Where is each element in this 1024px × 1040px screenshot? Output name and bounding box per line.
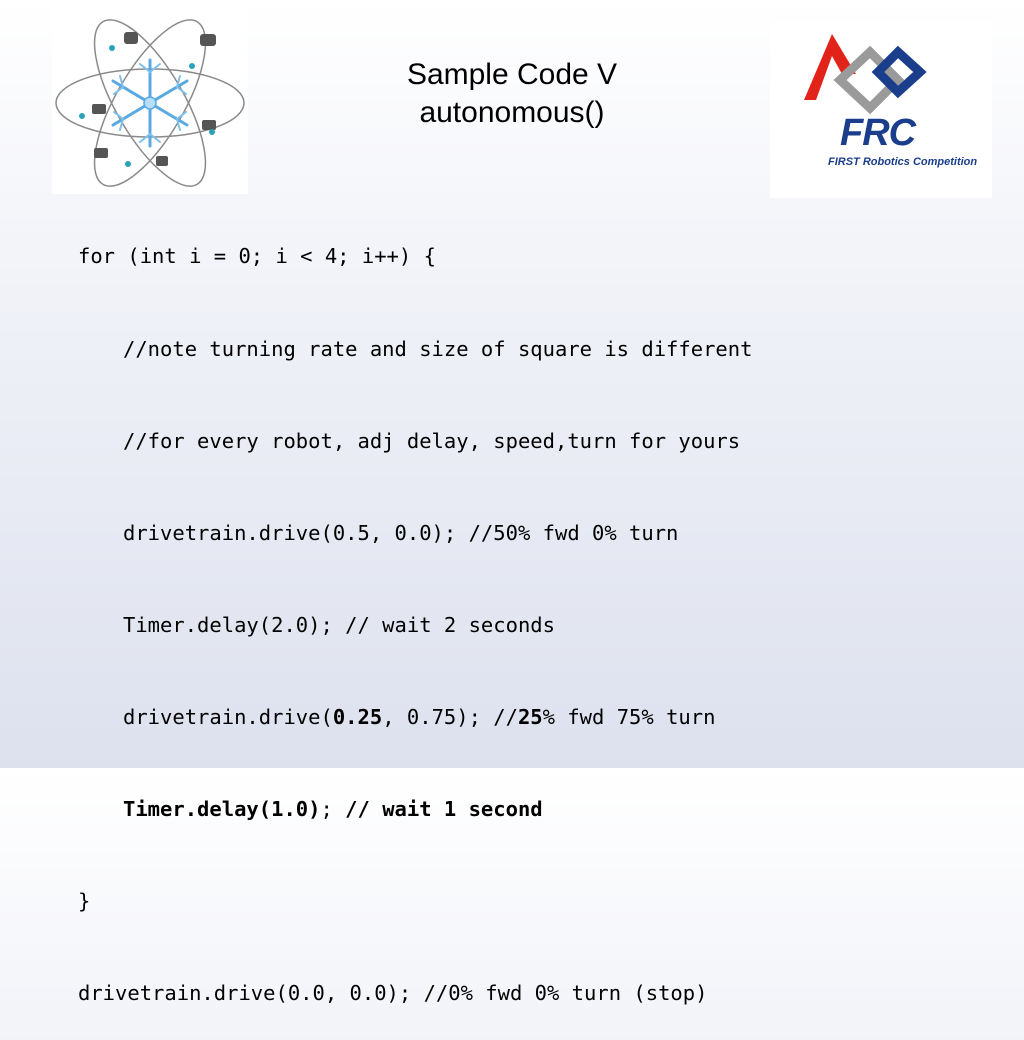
- code-line: //for every robot, adj delay, speed,turn…: [123, 428, 741, 453]
- code-line: Timer.delay(2.0); // wait 2 seconds: [123, 612, 555, 637]
- code-line-mixed: drivetrain.drive(0.25, 0.75); //25% fwd …: [78, 702, 752, 733]
- code-block: for (int i = 0; i < 4; i++) { //note tur…: [78, 180, 752, 1040]
- code-segment: drivetrain.drive(: [123, 704, 333, 729]
- code-line: }: [78, 889, 91, 914]
- code-segment: % fwd 75% turn: [542, 704, 716, 729]
- code-segment: ;: [320, 796, 346, 821]
- title-line-2: autonomous(): [419, 96, 605, 129]
- frc-logo-mark-icon: [804, 34, 927, 115]
- code-line: //note turning rate and size of square i…: [123, 336, 753, 361]
- code-line-mixed: Timer.delay(1.0); // wait 1 second: [78, 794, 752, 825]
- atom-snowflake-icon: [52, 8, 248, 194]
- frc-brand-text: FRC: [840, 112, 916, 154]
- code-line: drivetrain.drive(0.0, 0.0); //0% fwd 0% …: [78, 981, 708, 1006]
- code-segment: , 0.75); //: [382, 704, 518, 729]
- code-segment-bold: 0.25: [332, 704, 383, 729]
- atom-snowflake-logo: [52, 8, 248, 194]
- code-segment-bold: 25: [517, 704, 543, 729]
- code-line: for (int i = 0; i < 4; i++) {: [78, 244, 436, 269]
- code-segment-bold: // wait 1 second: [345, 796, 543, 821]
- code-line: drivetrain.drive(0.5, 0.0); //50% fwd 0%…: [123, 520, 679, 545]
- slide-title: Sample Code V autonomous(): [312, 56, 712, 132]
- frc-tagline: FIRST Robotics Competition: [828, 156, 978, 168]
- title-line-1: Sample Code V: [406, 58, 618, 91]
- code-segment-bold: Timer.delay(1.0): [123, 796, 321, 821]
- frc-logo: FRC FIRST Robotics Competition: [770, 22, 992, 198]
